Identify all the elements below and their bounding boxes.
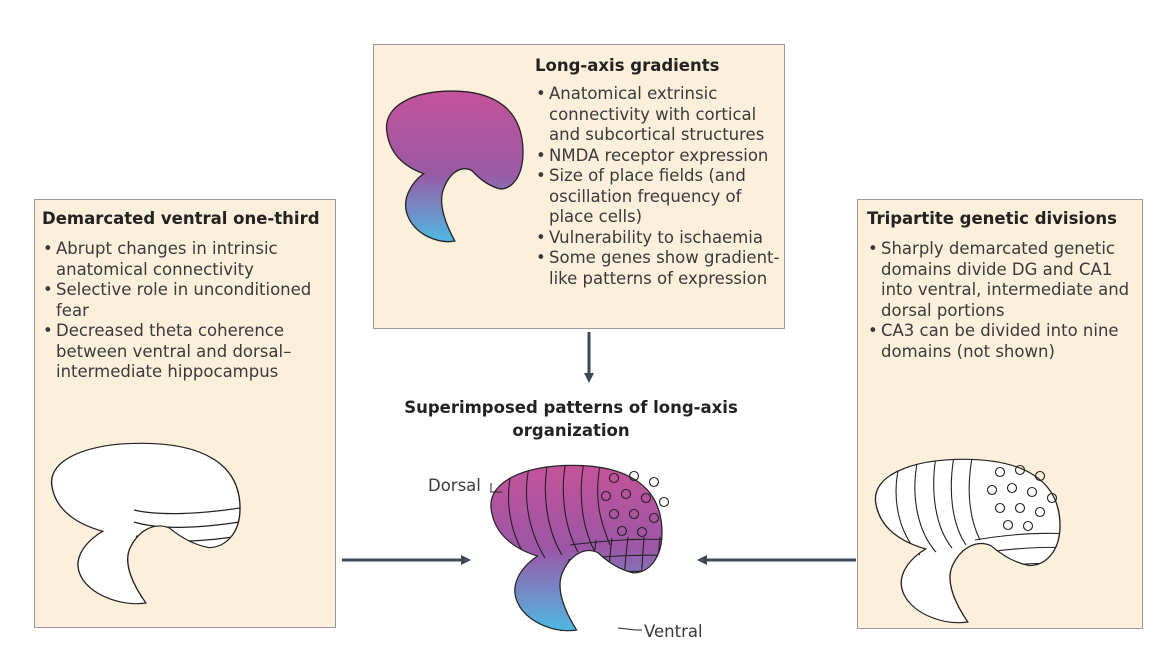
long-axis-bullet: Some genes show gradient-like patterns o… <box>535 248 783 289</box>
tripartite-list: Sharply demarcated genetic domains divid… <box>867 239 1139 362</box>
ventral-third-bullet: Decreased theta coherence between ventra… <box>42 321 332 383</box>
long-axis-bullet: Anatomical extrinsic connectivity with c… <box>535 84 783 146</box>
long-axis-gradients-list: Anatomical extrinsic connectivity with c… <box>535 84 783 289</box>
long-axis-bullet: NMDA receptor expression <box>535 146 783 167</box>
superimposed-title: Superimposed patterns of long-axis organ… <box>404 398 738 440</box>
tripartite-bullet: CA3 can be divided into nine domains (no… <box>867 321 1139 362</box>
tripartite-bullet: Sharply demarcated genetic domains divid… <box>867 239 1139 321</box>
superimposed-hippocampus-icon <box>489 464 670 632</box>
ventral-third-title: Demarcated ventral one-third <box>42 209 320 228</box>
ventral-third-bullet: Selective role in unconditioned fear <box>42 280 332 321</box>
ventral-third-bullet: Abrupt changes in intrinsic anatomical c… <box>42 239 332 280</box>
ventral-label: Ventral <box>644 622 703 641</box>
tripartite-hippocampus-icon <box>874 458 1061 624</box>
gradient-hippocampus-icon <box>385 90 524 243</box>
tripartite-title: Tripartite genetic divisions <box>867 209 1117 228</box>
long-axis-bullet: Vulnerability to ischaemia <box>535 228 783 249</box>
long-axis-gradients-title: Long-axis gradients <box>535 56 720 75</box>
long-axis-bullet: Size of place fields (and oscillation fr… <box>535 166 783 228</box>
dorsal-label: Dorsal <box>428 476 481 495</box>
arrows <box>342 332 856 565</box>
ventral-third-list: Abrupt changes in intrinsic anatomical c… <box>42 239 332 383</box>
ventral-striped-hippocampus-icon <box>50 442 241 605</box>
